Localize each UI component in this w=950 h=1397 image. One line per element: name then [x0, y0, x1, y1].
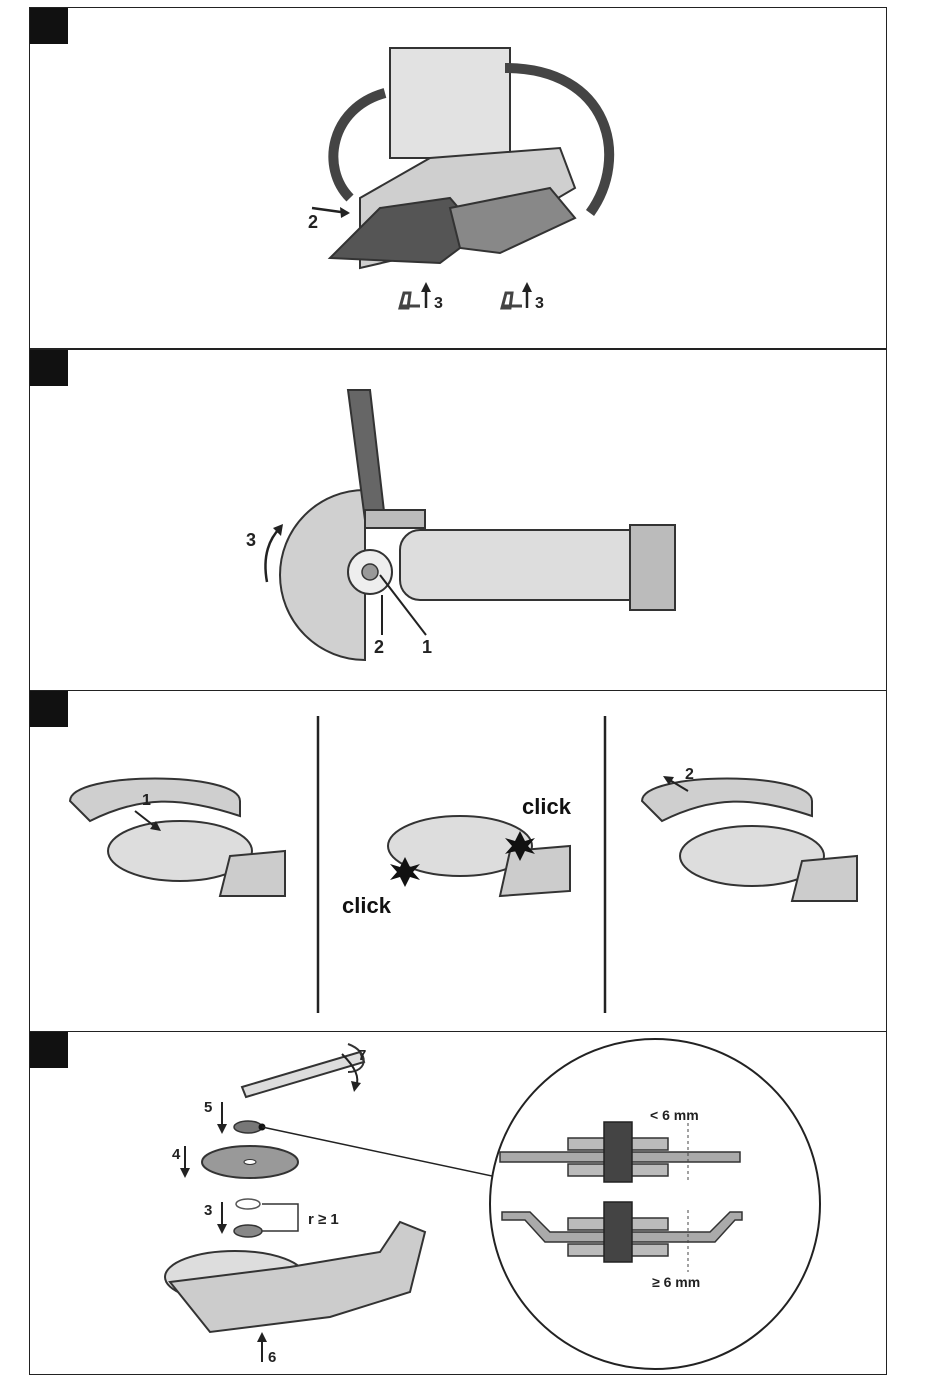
- o-ring: [236, 1199, 260, 1209]
- arrow-3-head: [217, 1224, 227, 1234]
- arrow-3: [265, 528, 280, 582]
- figure-panel-3: 1 click click 2: [29, 690, 887, 1032]
- left-strap: [333, 93, 385, 198]
- label-4: 4: [172, 1146, 181, 1163]
- gearhead-2: [500, 846, 570, 896]
- figure-panel-2: 3 2 1: [29, 349, 887, 691]
- arrow-5-head: [217, 1124, 227, 1134]
- detail-bottom-label: ≥ 6 mm: [652, 1274, 700, 1290]
- arrow-2-head: [340, 207, 350, 218]
- click-label-top: click: [522, 794, 572, 819]
- figure-panel-4: 7 5 4 3 r ≥ 1 6 < 6 m: [29, 1031, 887, 1375]
- disc-hole: [244, 1160, 256, 1165]
- label-3-left: 3: [434, 295, 443, 312]
- label-5: 5: [204, 1099, 212, 1116]
- battery-end: [630, 525, 675, 610]
- arrow-3-left-head: [421, 282, 431, 292]
- guard-ring-1: [70, 779, 240, 822]
- arrow-7-head: [351, 1081, 361, 1092]
- click-label-bottom: click: [342, 893, 392, 918]
- detail-top-label: < 6 mm: [650, 1107, 699, 1123]
- guard-removal-illustration: 2 3 3: [30, 8, 887, 349]
- bracket: [262, 1204, 298, 1231]
- screw-icon-left: [400, 293, 420, 308]
- guard-rotation-illustration: 3 2 1: [30, 350, 887, 691]
- arrow-3-right-head: [522, 282, 532, 292]
- spindle-bottom: [604, 1202, 632, 1262]
- label-3: 3: [246, 530, 256, 550]
- motor-housing: [390, 48, 510, 158]
- guard-ring-3: [642, 779, 812, 822]
- label-7: 7: [358, 1047, 366, 1064]
- label-2: 2: [685, 766, 694, 783]
- spindle-top: [604, 1122, 632, 1182]
- spindle: [362, 564, 378, 580]
- label-2: 2: [308, 212, 318, 232]
- label-3: 3: [204, 1202, 212, 1219]
- gearhead-1: [220, 851, 285, 896]
- flange-nut: [234, 1121, 262, 1133]
- figure-panel-1: 2 3 3: [29, 7, 887, 349]
- grinder-body: [400, 530, 650, 600]
- wheel-mounting-illustration: 7 5 4 3 r ≥ 1 6 < 6 m: [30, 1032, 887, 1375]
- detail-circle: [490, 1039, 820, 1369]
- backing-flange: [234, 1225, 262, 1237]
- label-1: 1: [422, 637, 432, 657]
- grinder-body: [170, 1222, 425, 1332]
- label-3-right: 3: [535, 295, 544, 312]
- label-6: 6: [268, 1349, 276, 1366]
- arrow-4-head: [180, 1168, 190, 1178]
- gearhead-3: [792, 856, 857, 901]
- detail-leader: [262, 1127, 520, 1182]
- label-2: 2: [374, 637, 384, 657]
- guard-mounting-illustration: 1 click click 2: [30, 691, 887, 1032]
- label-1: 1: [142, 792, 151, 809]
- bracket-label: r ≥ 1: [308, 1211, 339, 1228]
- arrow-6-head: [257, 1332, 267, 1342]
- handle-mount: [365, 510, 425, 528]
- screw-icon-right: [502, 293, 522, 308]
